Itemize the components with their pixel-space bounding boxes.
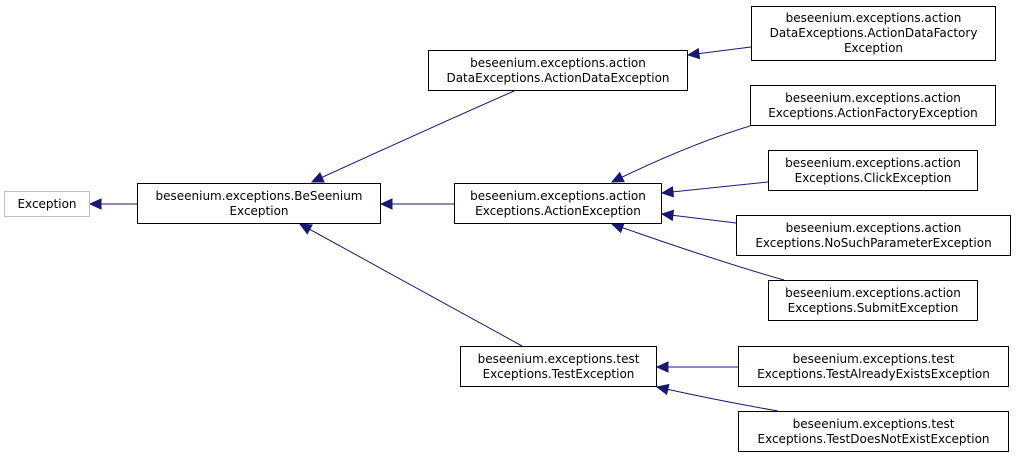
edge-arrowhead-action	[610, 222, 625, 234]
edge-test-does-not-exist-to-test	[656, 386, 779, 412]
node-test-already-exists-exception-line-2: Exceptions.TestAlreadyExistsException	[757, 366, 990, 381]
node-test-does-not-exist-exception[interactable]: beseenium.exceptions.test Exceptions.Tes…	[738, 411, 1009, 452]
node-beseenium-exception-line-1: beseenium.exceptions.BeSeenium	[155, 188, 363, 203]
node-action-data-exception-line-1: beseenium.exceptions.action	[470, 55, 646, 70]
node-exception-line-1: Exception	[17, 196, 77, 211]
edge-action-factory-to-action	[611, 125, 751, 183]
node-action-exception-line-2: Exceptions.ActionException	[475, 203, 641, 218]
edge-arrowhead-action	[660, 186, 675, 198]
node-test-exception-line-2: Exceptions.TestException	[482, 366, 635, 381]
edge-arrowhead-exception	[88, 198, 102, 210]
node-action-exception[interactable]: beseenium.exceptions.action Exceptions.A…	[454, 183, 662, 224]
node-action-data-factory-exception-line-1: beseenium.exceptions.action	[785, 11, 962, 25]
node-submit-exception-line-2: Exceptions.SubmitException	[787, 300, 959, 315]
node-action-data-exception-line-2: DataExceptions.ActionDataException	[446, 70, 670, 85]
node-test-exception-line-1: beseenium.exceptions.test	[477, 351, 640, 366]
node-beseenium-exception[interactable]: beseenium.exceptions.BeSeenium Exception	[137, 183, 381, 224]
node-test-already-exists-exception-line-1: beseenium.exceptions.test	[792, 351, 955, 366]
node-test-exception[interactable]: beseenium.exceptions.test Exceptions.Tes…	[460, 346, 657, 387]
node-test-does-not-exist-exception-line-1: beseenium.exceptions.test	[792, 416, 955, 431]
edge-no-such-param-to-action	[661, 213, 737, 224]
node-beseenium-exception-line-2: Exception	[229, 203, 289, 218]
node-no-such-parameter-exception-line-2: Exceptions.NoSuchParameterException	[755, 235, 992, 250]
edge-arrowhead-action	[610, 171, 625, 183]
edge-arrowhead-beseenium	[310, 171, 325, 183]
node-action-factory-exception-line-1: beseenium.exceptions.action	[785, 90, 961, 105]
edge-test-to-beseenium	[299, 223, 523, 347]
node-click-exception[interactable]: beseenium.exceptions.action Exceptions.C…	[768, 150, 978, 191]
edge-submit-to-action	[611, 223, 785, 281]
node-action-exception-line-1: beseenium.exceptions.action	[470, 188, 646, 203]
edge-action-data-to-beseenium	[311, 90, 515, 183]
node-action-factory-exception-line-2: Exceptions.ActionFactoryException	[768, 105, 978, 120]
node-no-such-parameter-exception-line-1: beseenium.exceptions.action	[785, 220, 962, 235]
node-exception: Exception	[4, 191, 90, 217]
node-click-exception-line-2: Exceptions.ClickException	[794, 170, 952, 185]
edge-arrowhead-beseenium	[379, 198, 393, 210]
edge-arrowhead-test	[655, 361, 669, 373]
node-test-already-exists-exception[interactable]: beseenium.exceptions.test Exceptions.Tes…	[738, 346, 1009, 387]
node-test-does-not-exist-exception-line-2: Exceptions.TestDoesNotExistException	[757, 431, 990, 446]
edge-arrowhead-beseenium	[298, 223, 313, 235]
node-action-factory-exception[interactable]: beseenium.exceptions.action Exceptions.A…	[750, 85, 996, 126]
node-submit-exception-line-1: beseenium.exceptions.action	[785, 285, 961, 300]
node-action-data-exception[interactable]: beseenium.exceptions.action DataExceptio…	[428, 50, 688, 91]
node-action-data-factory-exception-line-2: DataExceptions.ActionDataFactory	[769, 26, 978, 40]
node-action-data-factory-exception-line-3: Exception	[843, 41, 904, 55]
node-action-data-factory-exception[interactable]: beseenium.exceptions.action DataExceptio…	[751, 6, 996, 61]
edge-arrowhead-action-data	[686, 47, 701, 60]
node-no-such-parameter-exception[interactable]: beseenium.exceptions.action Exceptions.N…	[736, 215, 1011, 256]
edge-click-to-action	[661, 181, 769, 194]
node-click-exception-line-1: beseenium.exceptions.action	[785, 155, 961, 170]
edge-arrowhead-action	[660, 209, 675, 222]
node-submit-exception[interactable]: beseenium.exceptions.action Exceptions.S…	[768, 280, 978, 321]
edge-arrowhead-test	[655, 383, 670, 396]
